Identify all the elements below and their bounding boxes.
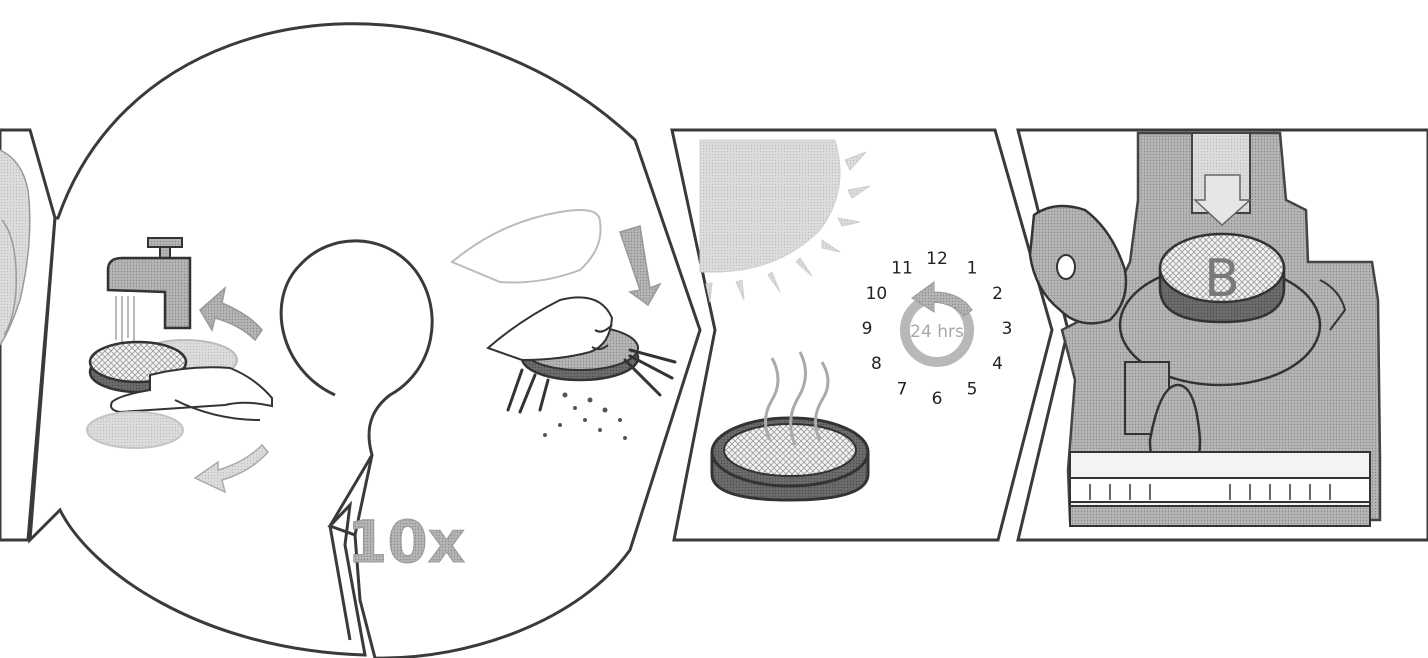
clock-number: 5 <box>967 380 978 400</box>
clock-number: 1 <box>967 258 978 278</box>
filter-b-illustration: B <box>1160 234 1284 322</box>
filter-letter-label: B <box>1204 249 1240 309</box>
clock-number: 7 <box>897 380 908 400</box>
clock-number: 10 <box>866 284 888 304</box>
clock-number: 8 <box>871 354 882 374</box>
repeat-count-label: 10x <box>347 508 465 576</box>
panel-reinsert-filter: B <box>1018 130 1428 540</box>
panel-wash-filter: 10x <box>30 24 700 658</box>
clock-number: 4 <box>992 354 1003 374</box>
clock-number: 12 <box>926 249 948 269</box>
clock-number: 3 <box>1002 319 1013 339</box>
clock-number: 2 <box>992 284 1003 304</box>
clock-number: 6 <box>932 389 943 409</box>
clock-number: 9 <box>862 319 873 339</box>
clock-number: 11 <box>891 258 913 278</box>
drying-time-label: 24 hrs <box>910 322 964 342</box>
